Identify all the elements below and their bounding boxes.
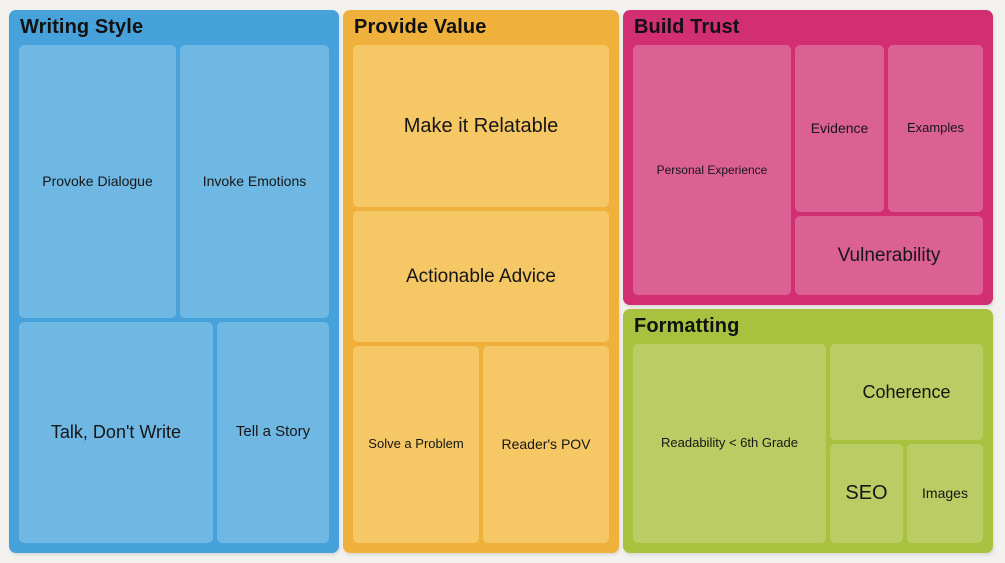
cell-label: Readability < 6th Grade (661, 435, 798, 451)
cell-make-it-relatable: Make it Relatable (353, 45, 609, 207)
cell-images: Images (907, 444, 983, 543)
section-title-provide-value: Provide Value (354, 16, 487, 38)
section-build-trust: Build Trust Personal Experience Evidence… (623, 10, 993, 305)
cell-coherence: Coherence (830, 344, 983, 440)
cell-label: Examples (906, 120, 965, 136)
cell-provoke-dialogue: Provoke Dialogue (19, 45, 176, 318)
cell-label: Tell a Story (235, 423, 311, 441)
cell-label: SEO (845, 482, 888, 504)
section-title-formatting: Formatting (634, 315, 740, 337)
cell-seo: SEO (830, 444, 903, 543)
cell-examples: Examples (888, 45, 983, 212)
cell-actionable-advice: Actionable Advice (353, 211, 609, 342)
cell-label: Talk, Don't Write (50, 422, 182, 443)
cell-solve-a-problem: Solve a Problem (353, 346, 479, 543)
section-title-build-trust: Build Trust (634, 16, 740, 38)
cell-readability-6th-grade: Readability < 6th Grade (633, 344, 826, 543)
cell-label: Evidence (810, 119, 869, 136)
cell-label: Make it Relatable (403, 114, 559, 137)
cell-label: Personal Experience (656, 162, 768, 177)
cell-evidence: Evidence (795, 45, 884, 212)
cell-label: Provoke Dialogue (42, 172, 153, 189)
section-provide-value: Provide Value Make it Relatable Actionab… (343, 10, 619, 553)
section-writing-style: Writing Style Provoke Dialogue Invoke Em… (9, 10, 339, 553)
cell-vulnerability: Vulnerability (795, 216, 983, 295)
cell-tell-a-story: Tell a Story (217, 322, 329, 543)
cell-invoke-emotions: Invoke Emotions (180, 45, 329, 318)
cell-label: Invoke Emotions (202, 172, 307, 189)
cell-label: Actionable Advice (406, 265, 556, 287)
section-formatting: Formatting Readability < 6th Grade Coher… (623, 309, 993, 553)
section-title-writing-style: Writing Style (20, 16, 144, 38)
cell-talk-dont-write: Talk, Don't Write (19, 322, 213, 543)
cell-label: Vulnerability (837, 244, 941, 266)
cell-label: Images (922, 484, 968, 501)
cell-label: Reader's POV (501, 435, 591, 452)
cell-label: Coherence (862, 381, 951, 402)
cell-personal-experience: Personal Experience (633, 45, 791, 295)
cell-readers-pov: Reader's POV (483, 346, 609, 543)
cell-label: Solve a Problem (368, 436, 464, 452)
